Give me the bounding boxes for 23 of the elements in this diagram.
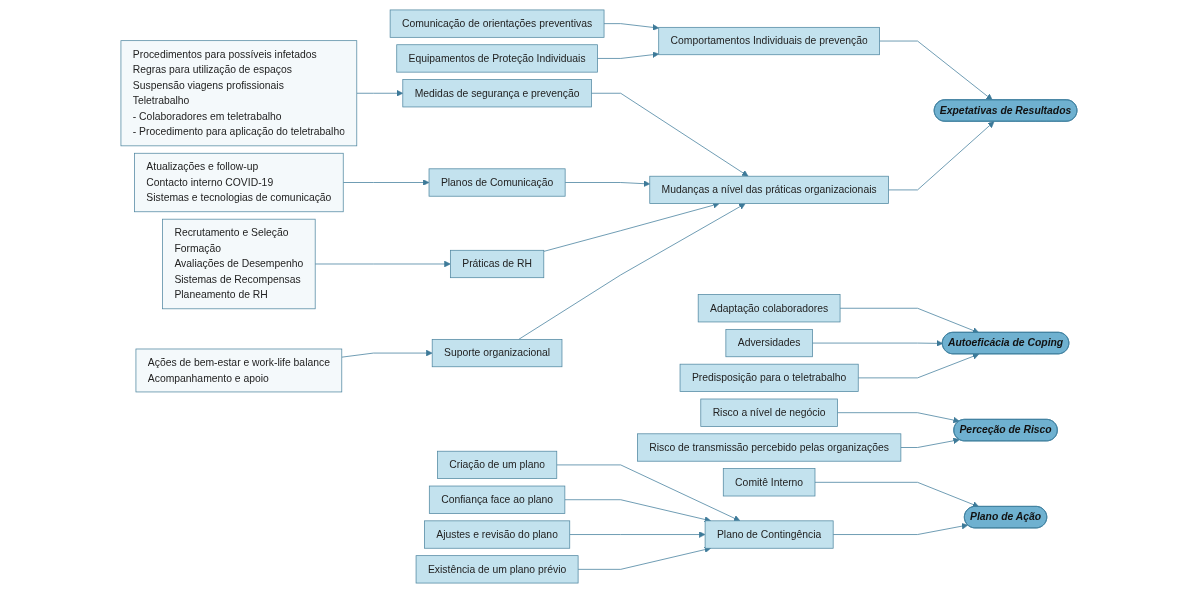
node-box: Procedimentos para possíveis infetados Regras para utilização de espaços Suspensão viagens profissionais Teletrabalho - Colaboradores em teletrabalho - Procedimento para aplicação do teletrabalho (120, 40, 358, 147)
node-box: Equipamentos de Proteção Individuais (396, 44, 598, 73)
node-box: Ajustes e revisão do plano (424, 520, 571, 549)
node-box: Ações de bem-estar e work-life balance Acompanhamento e apoio (135, 348, 343, 393)
node-box: Práticas de RH (450, 249, 545, 279)
node-box: Confiança face ao plano (429, 485, 566, 514)
node-box: Comitê Interno (723, 468, 816, 497)
node-box: Risco de transmissão percebido pelas organizações (637, 433, 902, 462)
node-box: Plano de Contingência (704, 520, 834, 549)
node-box: Existência de um plano prévio (415, 555, 579, 584)
node-box: Risco a nível de negócio (700, 398, 838, 427)
node-box: Comportamentos Individuais de prevenção (658, 26, 880, 56)
node-box: Medidas de segurança e prevenção (402, 79, 592, 108)
node-box: Planos de Comunicação (428, 168, 566, 197)
node-box: Recrutamento e Seleção Formação Avaliações de Desempenho Sistemas de Recompensas Planeamento de RH (162, 218, 316, 310)
node-box: Suporte organizacional (431, 339, 563, 368)
node-box: Mudanças a nível das práticas organizacionais (649, 175, 889, 204)
node-box: Adversidades (725, 329, 813, 358)
node-box: Adaptação colaboradores (697, 294, 841, 323)
node-box: Predisposição para o teletrabalho (679, 363, 859, 392)
node-box: Atualizações e follow-up Contacto interno COVID-19 Sistemas e tecnologias de comunicação (134, 152, 344, 213)
node-box: Criação de um plano (437, 450, 558, 479)
node-box: Comunicação de orientações preventivas (389, 9, 605, 38)
